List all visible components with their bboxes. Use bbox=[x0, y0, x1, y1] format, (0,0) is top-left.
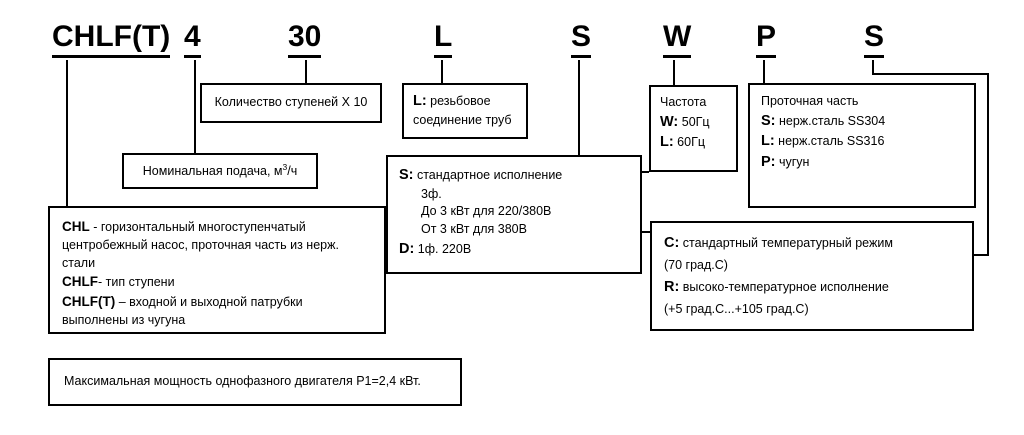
temperature-r-key: R: bbox=[664, 278, 680, 295]
wetted-part-s-key: S: bbox=[761, 112, 776, 129]
code-pipe-connection-label: L bbox=[434, 22, 453, 58]
code-stages: 30 bbox=[288, 22, 322, 58]
nominal-flow-suffix: /ч bbox=[287, 164, 298, 179]
code-motor-execution-label: S bbox=[571, 22, 592, 58]
code-stages-label: 30 bbox=[288, 22, 322, 58]
temperature-c-key: C: bbox=[664, 235, 680, 251]
connector-temperature-enter bbox=[973, 254, 989, 256]
connector-frequency bbox=[673, 60, 675, 85]
code-nominal-flow: 4 bbox=[184, 22, 201, 58]
connector-nominal-flow bbox=[194, 60, 196, 153]
connector-wetted-part bbox=[763, 60, 765, 83]
nominal-flow-sup: 3 bbox=[282, 162, 288, 173]
series-chlf-key: CHLF bbox=[62, 274, 98, 290]
frequency-l-key: L: bbox=[660, 134, 674, 151]
connector-series bbox=[66, 60, 68, 206]
box-frequency: Частота W: 50Гц L: 60Гц bbox=[649, 85, 738, 172]
wetted-part-title: Проточная часть bbox=[761, 94, 859, 108]
motor-s-key: S: bbox=[399, 167, 414, 183]
box-pipe-connection: L: резьбовое соединение труб bbox=[402, 83, 528, 139]
code-frequency: W bbox=[663, 22, 692, 58]
box-wetted-part: Проточная часть S: нерж.сталь SS304 L: н… bbox=[748, 83, 976, 208]
box-max-power: Максимальная мощность однофазного двигат… bbox=[48, 358, 462, 406]
motor-s-line4: От 3 кВт для 380В bbox=[421, 222, 527, 237]
series-chlft-text: – входной и выходной патрубки bbox=[115, 295, 303, 309]
connector-motor bbox=[578, 60, 580, 155]
series-chl-text: - горизонтальный многоступенчатый bbox=[89, 220, 306, 234]
code-series-label: CHLF(T) bbox=[52, 22, 171, 58]
connector-temperature-stub bbox=[872, 60, 874, 74]
temperature-c-line2: (70 град.С) bbox=[664, 258, 728, 273]
code-nominal-flow-label: 4 bbox=[184, 22, 201, 58]
box-series-description: CHL - горизонтальный многоступенчатый це… bbox=[48, 206, 386, 334]
frequency-w-key: W: bbox=[660, 113, 679, 130]
code-temperature-mode: S bbox=[864, 22, 885, 58]
code-wetted-part: P bbox=[756, 22, 777, 58]
frequency-l-text: 60Гц bbox=[673, 135, 705, 150]
max-power-text: Максимальная мощность однофазного двигат… bbox=[64, 374, 421, 389]
pipe-connection-line1: резьбовое bbox=[426, 94, 491, 108]
frequency-w-text: 50Гц bbox=[678, 114, 710, 129]
code-series: CHLF(T) bbox=[52, 22, 171, 58]
series-chl-line3: стали bbox=[62, 255, 96, 270]
temperature-r-text: высоко-температурное исполнение bbox=[679, 279, 889, 294]
box-stages: Количество ступеней X 10 bbox=[200, 83, 382, 123]
stages-text: Количество ступеней X 10 bbox=[214, 95, 368, 110]
series-chlft-key: CHLF(T) bbox=[62, 294, 116, 309]
wetted-part-p-text: чугун bbox=[775, 154, 810, 169]
temperature-c-text: стандартный температурный режим bbox=[679, 236, 893, 250]
motor-s-text: стандартное исполнение bbox=[413, 168, 563, 182]
wetted-part-l-key: L: bbox=[761, 133, 775, 150]
motor-d-text: 1ф. 220В bbox=[414, 241, 472, 256]
series-chlf-text: - тип ступени bbox=[98, 275, 175, 290]
code-wetted-part-label: P bbox=[756, 22, 777, 58]
pipe-connection-line2: соединение труб bbox=[413, 112, 512, 127]
pipe-connection-key: L: bbox=[413, 93, 427, 109]
motor-s-line3: До 3 кВт для 220/380В bbox=[421, 204, 552, 219]
frequency-title: Частота bbox=[660, 95, 707, 109]
temperature-r-line2: (+5 град.С...+105 град.С) bbox=[664, 302, 809, 317]
series-chl-key: CHL bbox=[62, 219, 90, 234]
connector-temp-left-enter bbox=[634, 231, 652, 233]
connector-temperature-right bbox=[987, 73, 989, 255]
box-nominal-flow: Номинальная подача, м3/ч bbox=[122, 153, 318, 189]
wetted-part-s-text: нерж.сталь SS304 bbox=[775, 113, 886, 128]
code-temperature-mode-label: S bbox=[864, 22, 885, 58]
motor-d-key: D: bbox=[399, 240, 415, 257]
connector-temperature-top bbox=[872, 73, 989, 75]
wetted-part-p-key: P: bbox=[761, 153, 776, 170]
wetted-part-l-text: нерж.сталь SS316 bbox=[774, 134, 885, 149]
code-frequency-label: W bbox=[663, 22, 692, 58]
code-pipe-connection: L bbox=[434, 22, 453, 58]
box-motor-execution: S: стандартное исполнение 3ф. До 3 кВт д… bbox=[386, 155, 642, 274]
connector-stages bbox=[305, 60, 307, 83]
connector-pipe-connection bbox=[441, 60, 443, 83]
motor-s-line2: 3ф. bbox=[421, 186, 442, 201]
series-chl-line2: центробежный насос, проточная часть из н… bbox=[62, 237, 339, 252]
code-motor-execution: S bbox=[571, 22, 592, 58]
series-chlft-line2: выполнены из чугуна bbox=[62, 312, 186, 327]
box-temperature-mode: C: стандартный температурный режим (70 г… bbox=[650, 221, 974, 331]
nominal-flow-prefix: Номинальная подача, м bbox=[142, 164, 283, 179]
